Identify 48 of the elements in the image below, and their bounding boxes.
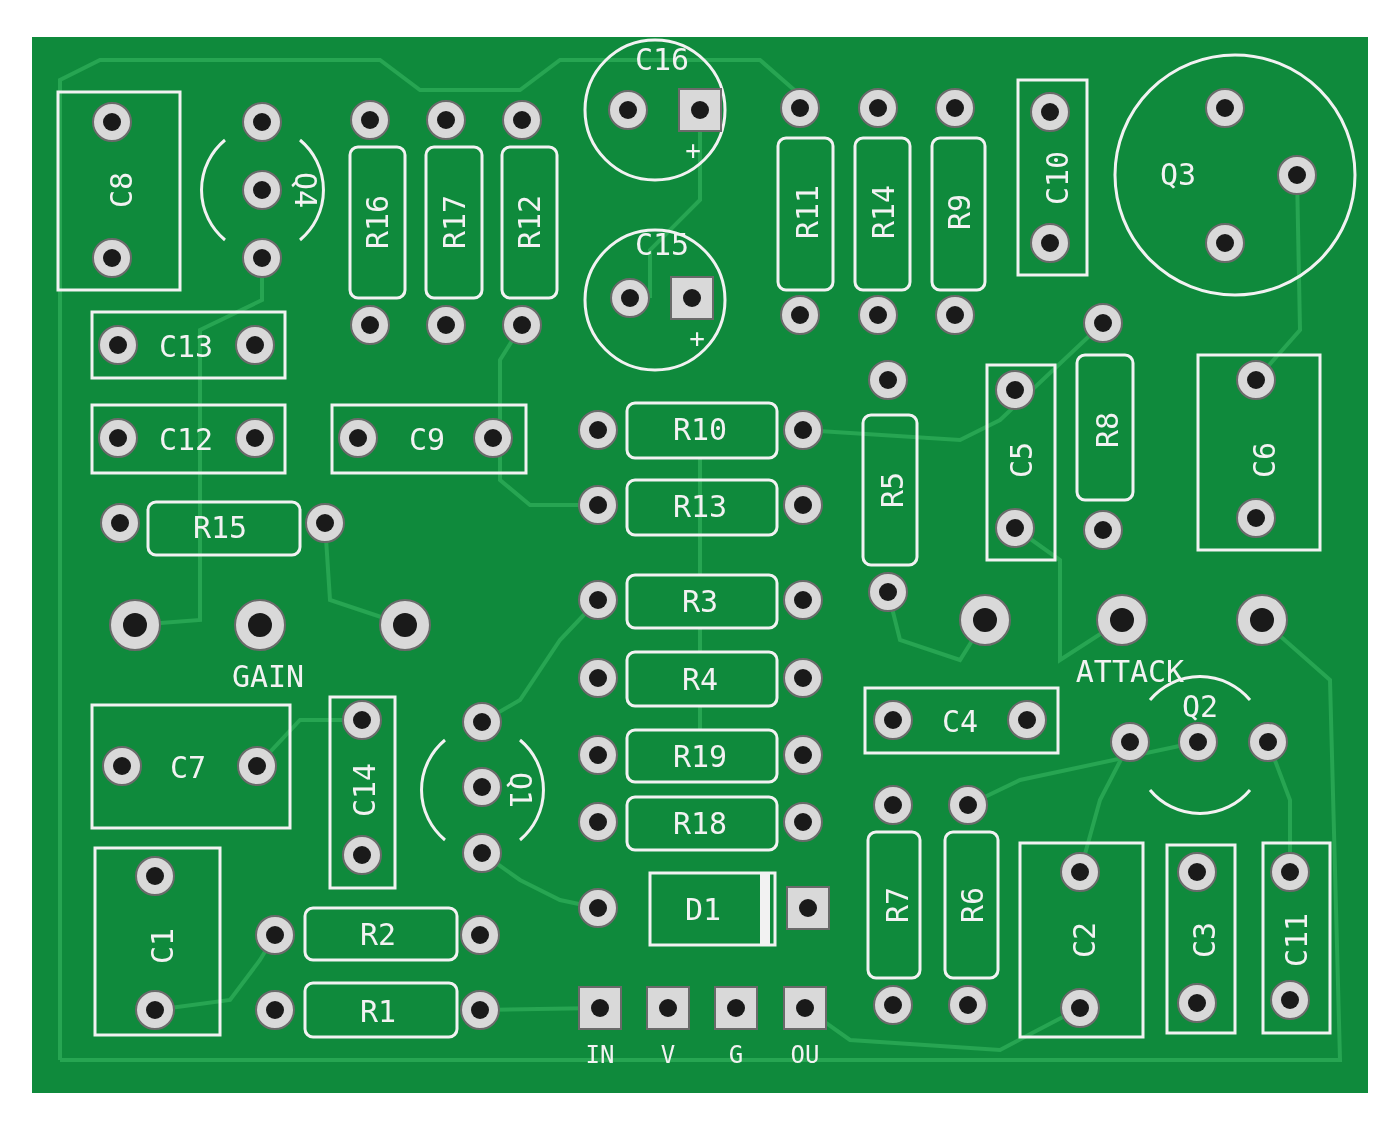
component-label: R16 (363, 194, 393, 250)
component-label: C3 (1190, 921, 1220, 959)
component-label: C1 (148, 927, 178, 965)
component-label: D1 (684, 895, 722, 925)
component-label: R3 (681, 587, 719, 617)
component-label: R9 (945, 193, 975, 231)
component-label: C5 (1007, 441, 1037, 479)
component-label: R7 (883, 886, 913, 924)
component-label: R1 (359, 997, 397, 1027)
component-label: R10 (672, 415, 728, 445)
component-label: C8 (107, 171, 137, 209)
component-label: C11 (1282, 912, 1312, 968)
component-label: C10 (1043, 150, 1073, 206)
component-label: C12 (158, 425, 214, 455)
control-label: GAIN (231, 662, 305, 692)
component-label: Q2 (1181, 692, 1219, 722)
polarity-mark: + (689, 325, 705, 351)
component-label: R14 (869, 184, 899, 240)
component-label: C9 (408, 425, 446, 455)
component-label: R12 (515, 194, 545, 250)
component-label: C4 (941, 707, 979, 737)
component-label: C7 (169, 753, 207, 783)
component-label: Q1 (505, 771, 535, 809)
component-label: R11 (793, 184, 823, 240)
component-label: C2 (1070, 921, 1100, 959)
component-label: Q3 (1159, 160, 1197, 190)
polarity-mark: + (685, 137, 701, 163)
component-label: R5 (878, 471, 908, 509)
component-label: C15 (634, 230, 690, 260)
pin-label: G (728, 1043, 744, 1067)
pin-label: IN (585, 1043, 615, 1067)
control-label: ATTACK (1075, 657, 1185, 687)
pin-label: OU (790, 1043, 820, 1067)
component-label: C6 (1250, 441, 1280, 479)
component-label: R8 (1093, 411, 1123, 449)
component-label: R4 (681, 665, 719, 695)
component-label: R15 (192, 513, 248, 543)
component-label: R17 (440, 194, 470, 250)
component-label: R13 (672, 492, 728, 522)
component-label: C16 (634, 45, 690, 75)
component-label: R6 (958, 886, 988, 924)
component-label: Q4 (290, 171, 320, 209)
component-label: C13 (158, 332, 214, 362)
component-label: R18 (672, 809, 728, 839)
component-label: R19 (672, 742, 728, 772)
component-label: R2 (359, 920, 397, 950)
pin-label: V (660, 1043, 676, 1067)
component-label: C14 (350, 762, 380, 818)
